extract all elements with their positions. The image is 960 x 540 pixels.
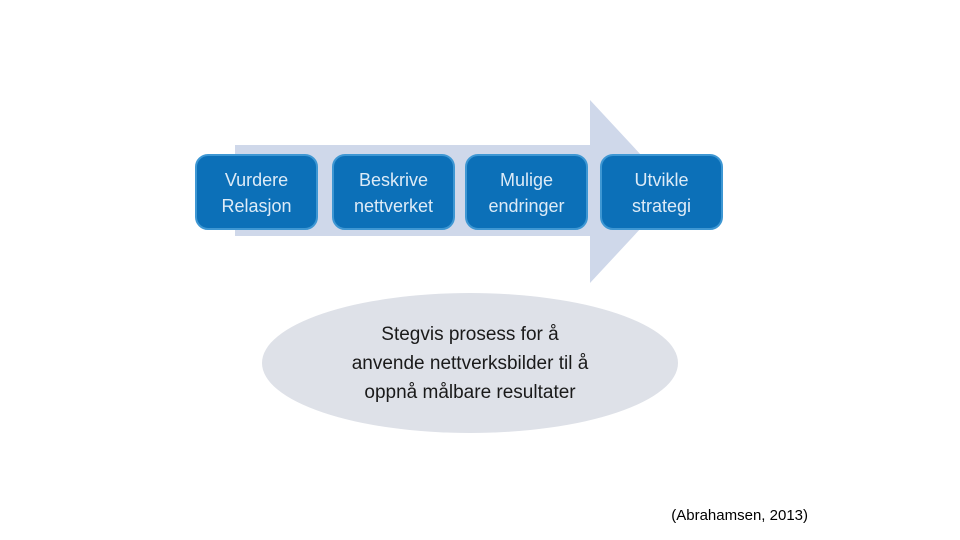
callout-text-line: Stegvis prosess for å [381, 323, 559, 345]
step-label-line: Beskrive [358, 170, 429, 190]
process-step-box-vurdere-relasjon: Vurdere Relasjon [195, 154, 318, 230]
process-step-box-beskrive-nettverket: Beskrive nettverket [332, 154, 455, 230]
process-summary-ellipse: Stegvis prosess for å anvende nettverksb… [262, 293, 678, 433]
right-arrow-polygon [235, 100, 675, 283]
process-step-box-utvikle-strategi: Utvikle strategi [600, 154, 723, 230]
process-step-box-mulige-endringer: Mulige endringer [465, 154, 588, 230]
step-label-line: strategi [631, 196, 692, 216]
step-label-line: Utvikle [634, 170, 689, 190]
step-label-line: Vurdere [224, 170, 289, 190]
callout-text-line: anvende nettverksbilder til å [351, 352, 589, 374]
citation-text: (Abrahamsen, 2013) [671, 507, 808, 524]
step-label-line: nettverket [353, 196, 434, 216]
step-label-line: endringer [488, 196, 565, 216]
step-label-line: Relasjon [221, 196, 292, 216]
callout-text-line: oppnå målbare resultater [364, 381, 576, 403]
step-label-line: Mulige [499, 170, 554, 190]
